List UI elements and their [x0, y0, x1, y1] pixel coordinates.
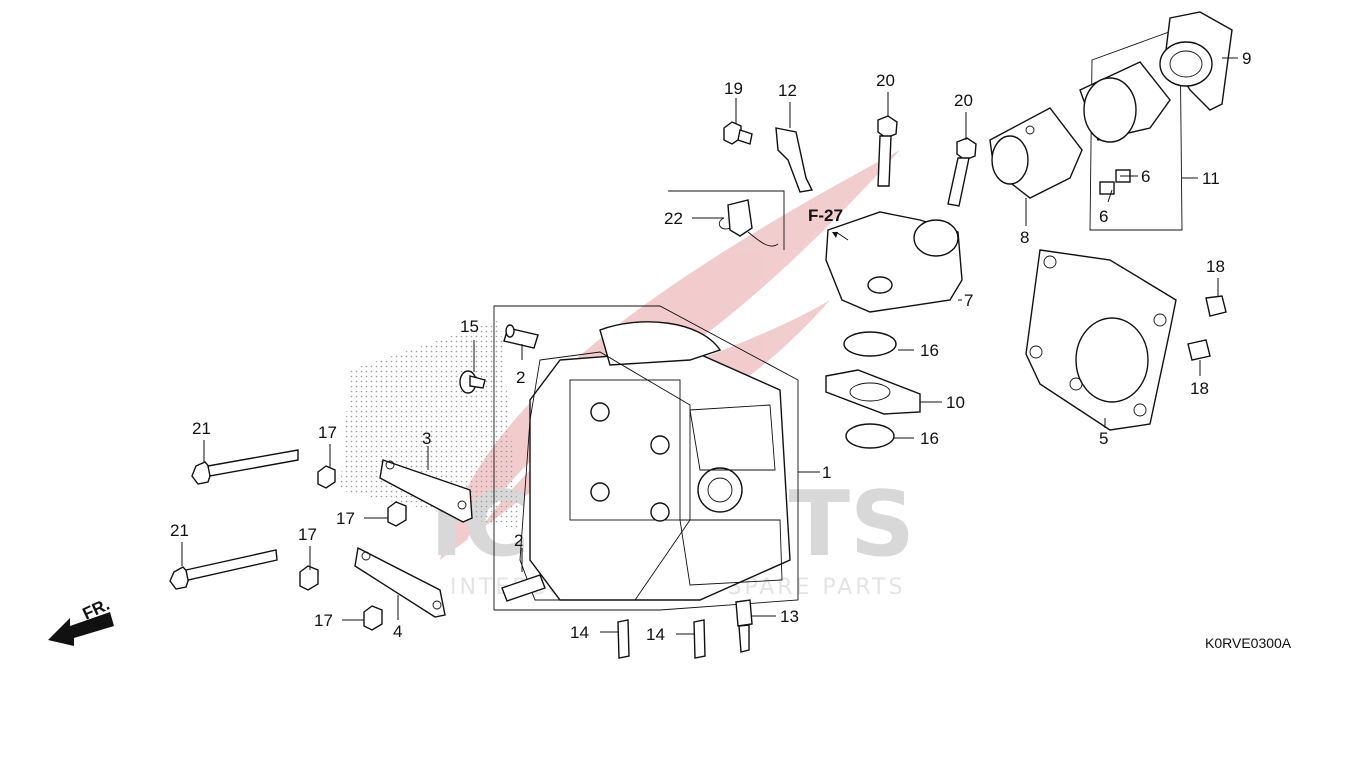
stud-14-left	[617, 619, 630, 659]
bolt-19	[723, 121, 753, 145]
callout-2-top: 2	[516, 368, 525, 387]
bracket-3	[379, 459, 473, 523]
callout-12: 12	[778, 81, 797, 100]
callout-5: 5	[1099, 429, 1108, 448]
callout-13: 13	[780, 607, 799, 626]
joint-8	[989, 107, 1083, 199]
connector-9	[1159, 11, 1233, 111]
callout-11: 11	[1202, 169, 1220, 188]
bolt-15	[459, 370, 486, 394]
callout-16-upper: 16	[920, 341, 939, 360]
band-box-outline	[1089, 27, 1183, 231]
callout-14-left: 14	[570, 623, 589, 642]
stud-14-right	[693, 619, 706, 659]
callout-17-c: 17	[298, 525, 317, 544]
dowel-18-upper	[1205, 295, 1227, 317]
nut-17-a	[317, 465, 336, 489]
callout-16-lower: 16	[920, 429, 939, 448]
bolt-20-right	[947, 137, 977, 207]
bracket-12	[775, 127, 814, 193]
callout-18-lower: 18	[1190, 379, 1209, 398]
nut-17-b	[387, 501, 407, 527]
reference-f27: F-27	[808, 206, 843, 225]
cylinder-head	[529, 321, 791, 601]
clip-box-outline	[668, 190, 785, 250]
band-11	[1079, 61, 1171, 143]
bracket-4	[354, 546, 446, 618]
head-assembly-outline	[493, 305, 799, 611]
front-direction-arrow-icon	[48, 612, 114, 646]
callout-1: 1	[822, 463, 831, 482]
callout-22: 22	[664, 209, 683, 228]
callout-9: 9	[1242, 49, 1251, 68]
callout-19: 19	[724, 79, 743, 98]
callout-8: 8	[1020, 228, 1029, 247]
nut-17-c	[299, 565, 319, 591]
callout-20-left: 20	[876, 71, 895, 90]
callout-14-right: 14	[646, 625, 665, 644]
callout-20-right: 20	[954, 91, 973, 110]
callout-17-a: 17	[318, 423, 337, 442]
clip-6-lower	[1099, 181, 1115, 195]
callout-7: 7	[964, 291, 973, 310]
callout-21-lower: 21	[170, 521, 189, 540]
diagram-code: K0RVE0300A	[1205, 635, 1292, 651]
bolt-20-left	[877, 115, 898, 187]
callout-15: 15	[460, 317, 479, 336]
intake-pipe-7	[825, 211, 963, 313]
insulator-10	[825, 369, 921, 415]
callout-2-bottom: 2	[514, 531, 523, 550]
callout-4: 4	[393, 622, 402, 641]
callout-6-right: 6	[1141, 167, 1150, 186]
spark-plug-13	[735, 599, 753, 653]
leader-lines	[181, 57, 1238, 635]
bolt-21-lower	[169, 549, 278, 590]
callout-3: 3	[422, 429, 431, 448]
callout-labels: 1 2 2 3 4 5 6 6 7 8 9 10 11 12 13 14 14 …	[170, 49, 1251, 644]
dowel-pin-top	[503, 324, 539, 349]
bolt-21-upper	[191, 449, 299, 485]
callout-17-b: 17	[336, 509, 355, 528]
nut-17-d	[363, 605, 383, 631]
dowel-18-lower	[1187, 339, 1211, 361]
o-ring-16-upper	[843, 331, 897, 357]
callout-6-bottom: 6	[1099, 207, 1108, 226]
callout-21-upper: 21	[192, 419, 211, 438]
gasket-5	[1025, 249, 1177, 431]
o-ring-16-lower	[845, 423, 895, 449]
callout-18-upper: 18	[1206, 257, 1225, 276]
clip-22	[718, 199, 779, 247]
callout-17-d: 17	[314, 611, 333, 630]
dowel-pin-bottom	[501, 574, 546, 602]
gasket-outline	[519, 351, 691, 601]
callout-10: 10	[946, 393, 965, 412]
